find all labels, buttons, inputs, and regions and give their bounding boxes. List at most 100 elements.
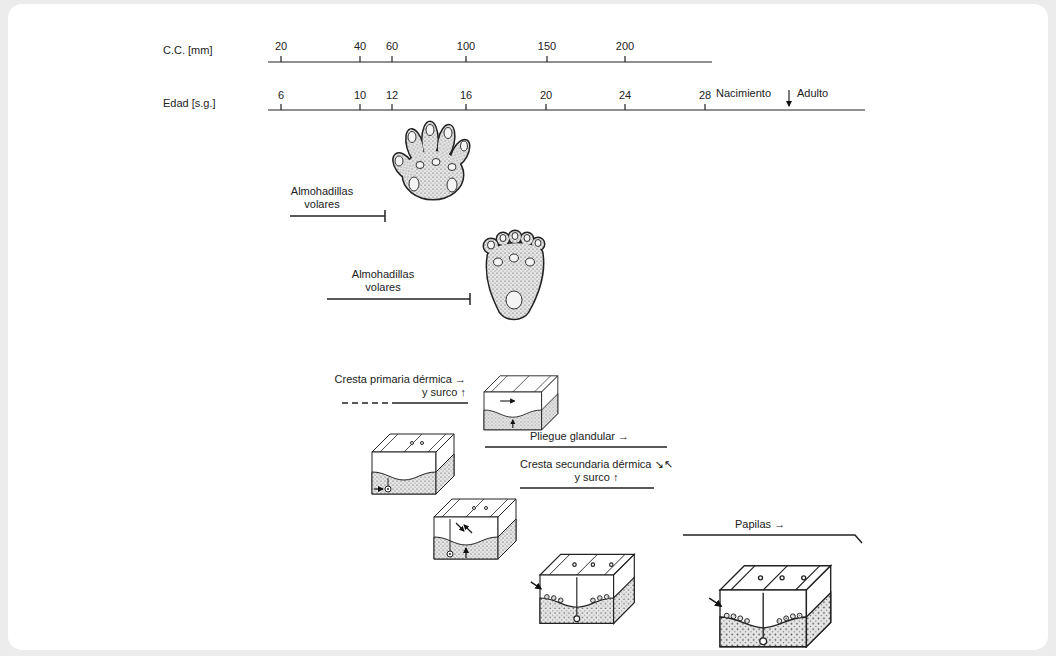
circle-shape (610, 563, 613, 566)
path-shape (683, 535, 862, 543)
axis-title: Edad [s.g.] (163, 97, 216, 110)
tick-label: 100 (457, 40, 475, 53)
tick-label: 12 (386, 89, 398, 102)
circle-shape (604, 595, 609, 600)
skin-block-papillae (531, 554, 635, 623)
line-shape (469, 293, 471, 305)
time-bars (290, 210, 862, 543)
circle-shape (545, 595, 550, 600)
card-background (8, 4, 1048, 650)
line-shape (788, 90, 789, 106)
use-shape (720, 566, 831, 647)
circle-shape (387, 488, 389, 490)
ellipse-shape (395, 156, 403, 166)
use-shape (389, 122, 472, 199)
circle-shape (724, 613, 729, 618)
line-shape (391, 56, 392, 62)
line-shape (359, 56, 360, 62)
tick-label: 10 (354, 89, 366, 102)
ellipse-shape (444, 128, 452, 139)
line-shape (576, 577, 577, 616)
age-axis (268, 90, 865, 110)
circle-shape (780, 576, 784, 580)
use-shape (434, 499, 516, 559)
line-shape (512, 420, 513, 428)
line-shape (465, 56, 466, 62)
stage-label: Papilas → (735, 518, 785, 531)
hand-illustration (389, 122, 472, 199)
skin-block-secondary-ridge (434, 499, 516, 559)
ellipse-shape (461, 141, 468, 151)
line-shape (290, 215, 385, 217)
tick-label: 60 (386, 40, 398, 53)
ellipse-shape (524, 235, 530, 242)
line-shape (545, 104, 546, 110)
stage-label: Almohadillas volares (343, 268, 423, 294)
line-shape (268, 61, 712, 62)
ellipse-shape (488, 241, 495, 249)
circle-shape (485, 507, 488, 510)
tick-label: 40 (354, 40, 366, 53)
ellipse-shape (409, 177, 419, 191)
circle-shape (573, 563, 576, 566)
length-axis (268, 56, 712, 62)
line-shape (500, 400, 514, 401)
line-shape (520, 487, 654, 489)
line-shape (359, 104, 360, 110)
use-shape (372, 434, 454, 494)
circle-shape (385, 486, 391, 492)
line-shape (342, 402, 392, 404)
tick-label: 200 (616, 40, 634, 53)
ellipse-shape (447, 178, 457, 192)
tick-label: 20 (540, 89, 552, 102)
line-shape (327, 298, 470, 300)
line-shape (450, 519, 451, 552)
circle-shape (731, 614, 736, 619)
axis-title: C.C. [mm] (163, 44, 213, 57)
circle-shape (598, 596, 603, 601)
skin-block-papillae-adult (709, 566, 831, 647)
line-shape (624, 104, 625, 110)
ellipse-shape (506, 291, 522, 309)
ellipse-shape (426, 125, 434, 136)
circle-shape (473, 507, 476, 510)
circle-shape (802, 576, 806, 580)
ellipse-shape (535, 240, 541, 247)
stage-label: Cresta secundaria dérmica ↘↖ y surco ↑ (518, 458, 675, 484)
line-shape (280, 56, 281, 62)
circle-shape (449, 553, 451, 555)
line-shape (456, 523, 464, 531)
tick-label: 24 (619, 89, 631, 102)
line-shape (374, 488, 383, 489)
circle-shape (777, 619, 782, 624)
circle-shape (745, 619, 750, 624)
ellipse-shape (416, 162, 424, 169)
circle-shape (738, 616, 743, 621)
circle-shape (758, 576, 762, 580)
circle-shape (760, 638, 767, 645)
line-shape (485, 446, 667, 448)
circle-shape (591, 598, 596, 603)
line-shape (384, 210, 386, 222)
foot-illustration (484, 231, 544, 319)
stage-label: Pliegue glandular → (530, 430, 629, 443)
stage-label: Almohadillas volares (282, 185, 362, 211)
line-shape (465, 548, 466, 558)
line-shape (268, 109, 865, 110)
circle-shape (790, 614, 795, 619)
use-shape (484, 231, 544, 319)
circle-shape (797, 613, 802, 618)
circle-shape (552, 596, 557, 601)
g-shape (488, 233, 542, 310)
line-shape (763, 593, 764, 639)
ellipse-shape (408, 132, 416, 143)
tick-label: 6 (278, 89, 284, 102)
line-shape (464, 525, 472, 533)
g-shape (395, 125, 468, 193)
line-shape (391, 104, 392, 110)
circle-shape (558, 598, 563, 603)
line-shape (392, 402, 468, 404)
use-shape (389, 122, 472, 199)
ellipse-shape (432, 159, 440, 166)
